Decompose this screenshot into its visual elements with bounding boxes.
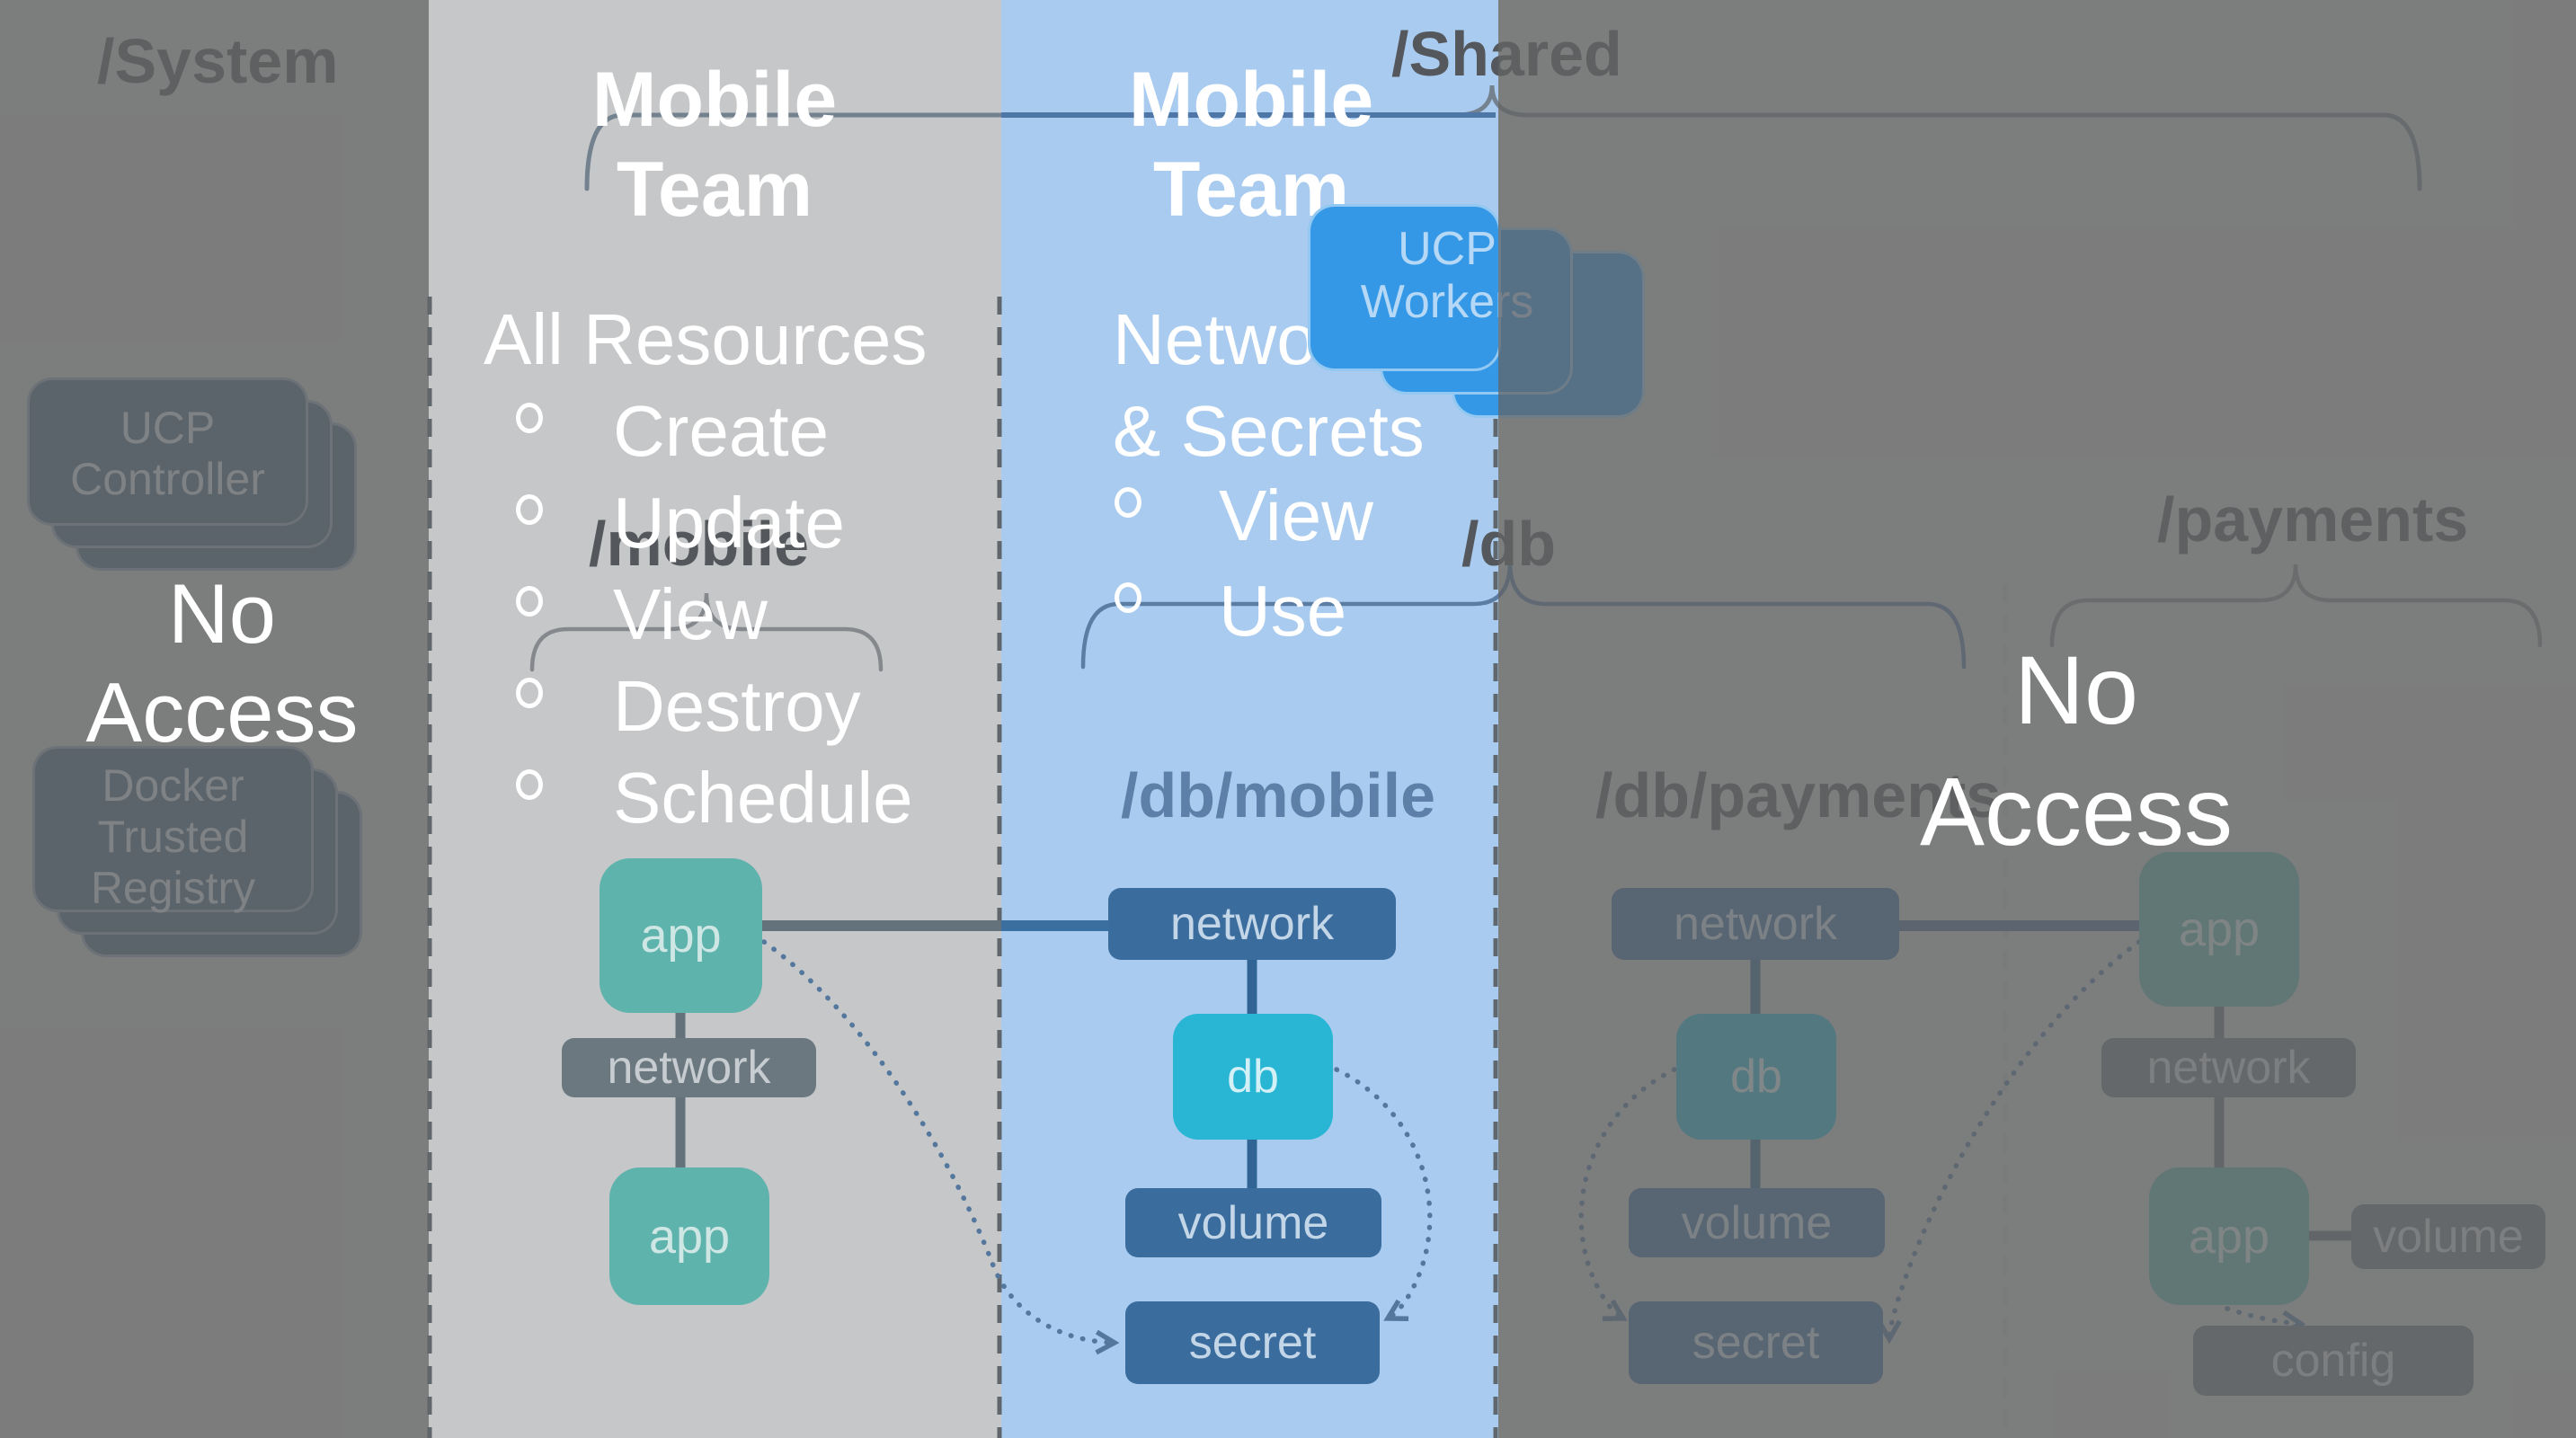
node-dbmobile-volume: volume: [1125, 1188, 1381, 1257]
permission-label: Update: [613, 483, 845, 563]
bullet-icon: [516, 586, 543, 617]
node-mobile-app-2: app: [609, 1167, 769, 1305]
team-title-mobile-left: Mobile Team: [591, 57, 838, 233]
no-access-line: Access: [1919, 757, 2234, 865]
bullet-icon: [1115, 582, 1141, 613]
permission-label: Schedule: [613, 758, 913, 838]
no-access-line: Access: [85, 664, 359, 759]
permission-label: Use: [1219, 571, 1347, 651]
bullet-icon: [516, 678, 543, 708]
node-dbmobile-secret: secret: [1125, 1301, 1380, 1384]
permission-label: View: [613, 574, 768, 654]
node-dbmobile-db: db: [1173, 1014, 1333, 1140]
node-dbmobile-network: network: [1108, 888, 1396, 960]
bullet-icon: [516, 403, 543, 433]
dim-overlay-left: [0, 0, 429, 1438]
permission-label: Destroy: [613, 666, 861, 746]
no-access-line: No: [2013, 635, 2139, 744]
no-access-label-left: No Access: [42, 564, 402, 762]
arc-mobile-app-to-secret: [761, 939, 1120, 1355]
access-scope-left: All Resources: [484, 299, 928, 379]
permission-label: View: [1219, 475, 1373, 555]
bullet-icon: [516, 769, 543, 800]
bullet-icon: [516, 494, 543, 525]
collection-label-mobile: /mobile: [589, 509, 810, 579]
node-mobile-app-1: app: [600, 858, 762, 1013]
no-access-label-right: No Access: [1896, 629, 2256, 872]
access-scope-right-line2: & Secrets: [1113, 391, 1425, 471]
node-mobile-network: network: [562, 1038, 816, 1097]
dim-overlay-right: [1498, 0, 2576, 1438]
brace-mobile: [529, 592, 884, 672]
permission-label: Create: [613, 391, 830, 471]
no-access-line: No: [167, 566, 277, 661]
team-title-mobile-right: Mobile Team: [1128, 57, 1374, 233]
collection-label-db-mobile: /db/mobile: [1121, 760, 1435, 830]
bullet-icon: [1115, 487, 1141, 518]
